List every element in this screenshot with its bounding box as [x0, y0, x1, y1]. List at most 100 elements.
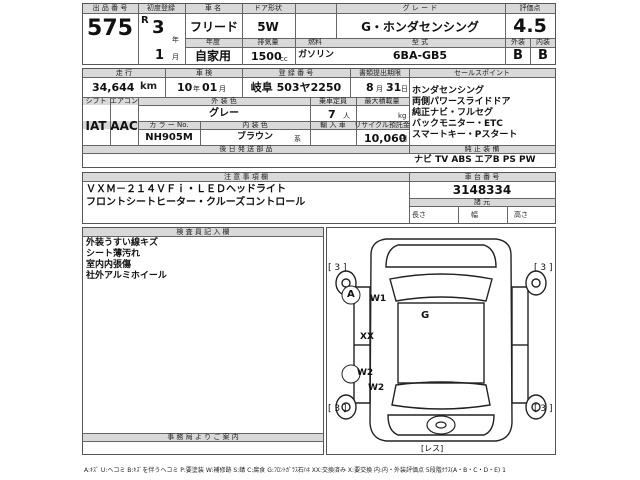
- plate-label: 登 録 番 号: [278, 69, 314, 77]
- sales-point: バックモニター・ETC: [412, 119, 503, 129]
- notes-line: フロントシートヒーター・クルーズコントロール: [86, 197, 306, 208]
- inspection-year: 10: [177, 81, 193, 94]
- displacement-label: 排気量: [257, 38, 279, 46]
- sales-points-label: セールスポイント: [454, 69, 510, 77]
- interior-color-label: 内 装 色: [242, 121, 268, 129]
- year-unit: 年: [172, 36, 179, 44]
- inspector-note: 室内内張傷: [86, 260, 132, 270]
- displacement-unit: cc: [280, 55, 288, 63]
- post-equipment-label: 後 日 発 送 部 品: [219, 145, 273, 153]
- doc-month: 8: [366, 81, 374, 94]
- score: 4.5: [513, 15, 547, 37]
- ext-score: B: [513, 48, 523, 63]
- damage-mark-xx: XX: [360, 332, 374, 342]
- int-score: B: [538, 48, 548, 63]
- grade-label: グ レ ー ド: [402, 4, 438, 12]
- inspector-note: 社外アルミホイール: [86, 271, 167, 281]
- inspection-year-unit: 年: [193, 85, 200, 93]
- car-diagram: [335, 238, 547, 442]
- lot-no: 575: [87, 16, 133, 41]
- import-label: 輸 入 車: [320, 121, 346, 129]
- era: R: [141, 15, 149, 26]
- tire-mark: [ 3 ]: [534, 263, 553, 273]
- inspector-label: 検 査 員 記 入 欄: [176, 228, 230, 236]
- mileage-unit: km: [140, 81, 158, 92]
- model-code-label: 型 式: [411, 38, 429, 46]
- color: グレー: [209, 108, 239, 119]
- capacity-label: 乗車定員: [319, 97, 347, 105]
- mileage-label: 走 行: [115, 69, 133, 77]
- inspection-month: 01: [202, 81, 218, 94]
- doc-day: 31: [386, 81, 402, 94]
- doc-month-unit: 月: [376, 85, 383, 93]
- door-shape-label: ドア形状: [254, 4, 282, 12]
- aircon: AAC: [110, 119, 138, 133]
- score-label: 評価点: [519, 4, 541, 12]
- color-no-label: カ ラ ー No.: [149, 121, 189, 129]
- genuine-options-label: 純 正 装 備: [464, 145, 500, 153]
- plate: 岐阜 503ヤ2250: [250, 81, 342, 94]
- lot-no-label: 出 品 番 号: [92, 4, 128, 12]
- mileage: 34,644: [92, 81, 135, 94]
- dims-label: 諸 元: [473, 198, 491, 206]
- shift-label: シフト: [85, 97, 107, 105]
- spec-block: [82, 68, 556, 168]
- doc-deadline-label: 書類提出期限: [359, 69, 401, 77]
- sales-point: スマートキー・Pスタート: [412, 130, 518, 140]
- car-name: フリード: [189, 20, 239, 34]
- tire-mark: [ 3 ]: [328, 263, 347, 273]
- model-year-label: 年度: [206, 38, 220, 46]
- spare-tire: [426, 415, 456, 435]
- damage-mark-w2: W2: [368, 383, 385, 393]
- damage-mark-w1: W1: [370, 294, 387, 304]
- displacement: 1500: [251, 50, 282, 63]
- fuel-label: 燃料: [308, 38, 322, 46]
- color-label: 外 装 色: [211, 97, 237, 105]
- first-reg-label: 初度登録: [147, 4, 175, 12]
- spare-tire-mark: [レス]: [421, 444, 444, 453]
- door-shape: 5W: [257, 20, 279, 34]
- doc-day-unit: 日: [401, 85, 408, 93]
- shift: IAT: [85, 119, 107, 133]
- sales-point: ホンダセンシング: [412, 86, 485, 96]
- inspection-month-unit: 月: [219, 85, 226, 93]
- capacity: 7: [328, 108, 336, 121]
- ext-score-label: 外装: [511, 38, 525, 46]
- height-label: 高さ: [514, 211, 528, 219]
- int-score-label: 内装: [536, 38, 550, 46]
- interior-color: ブラウン: [236, 132, 274, 142]
- tire-mark: [ 3 ]: [328, 404, 347, 414]
- length-label: 長さ: [412, 211, 426, 219]
- load-unit: kg: [398, 112, 407, 120]
- fuel: ガソリン: [297, 50, 335, 60]
- month-unit: 月: [172, 53, 179, 61]
- chassis-number: 3148334: [452, 183, 512, 197]
- model-code: 6BA-GB5: [392, 49, 448, 62]
- inspector-notes: 外装うすい線キズ シート薄汚れ 室内内張傷 社外アルミホイール: [86, 238, 316, 282]
- chassis-label: 車 台 番 号: [464, 173, 500, 181]
- sales-point: 純正ナビ・フルセグ: [412, 108, 494, 118]
- sales-point: 両側パワースライドドア: [412, 97, 511, 107]
- recycle-unit: 円: [400, 135, 407, 143]
- genuine-options: ナビ TV ABS エアB PS PW: [414, 155, 536, 165]
- tire-mark: [ 3 ]: [534, 404, 553, 414]
- diagram-block: [326, 227, 556, 455]
- notes-line: ＶＸＭ－２１４ＶＦｉ・ＬＥＤヘッドライト: [86, 184, 286, 195]
- inspector-note: 外装うすい線キズ: [86, 238, 159, 248]
- max-load-label: 最大積載量: [364, 97, 400, 105]
- inspector-block: [82, 227, 324, 455]
- car-name-label: 車 名: [204, 4, 222, 12]
- damage-mark-g: G: [421, 310, 430, 321]
- notes-label: 注 意 事 項 欄: [224, 173, 268, 181]
- inspection-label: 車 検: [195, 69, 213, 77]
- sales-points-list: ホンダセンシング 両側パワースライドドア 純正ナビ・フルセグ バックモニター・E…: [412, 86, 554, 141]
- width-label: 幅: [471, 211, 478, 219]
- color-no: NH905M: [145, 132, 193, 143]
- grade: G・ホンダセンシング: [361, 20, 479, 34]
- first-reg-month: 1: [155, 48, 165, 63]
- legend: A:ｷｽﾞ U:ヘコミ B:ｷｽﾞを伴うヘコミ P:要塗装 W:補修跡 S:錆 …: [84, 467, 506, 474]
- damage-mark-w2: W2: [357, 368, 374, 378]
- header-block: [82, 3, 556, 65]
- usage: 自家用: [194, 49, 232, 63]
- interior-unit: 系: [294, 135, 301, 143]
